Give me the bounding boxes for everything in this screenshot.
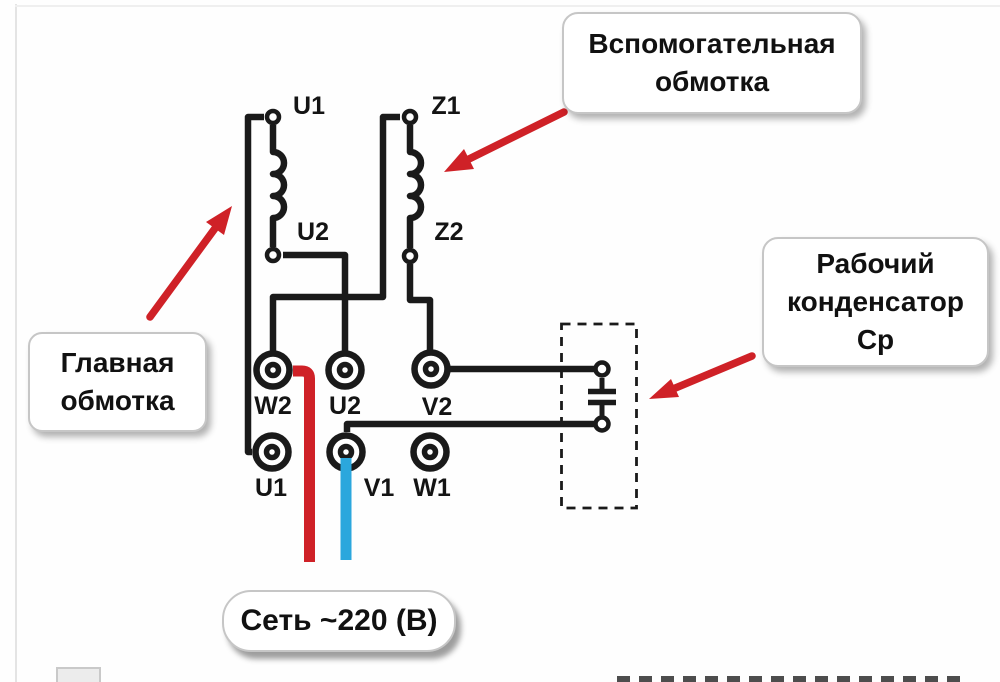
post-v2-center xyxy=(422,360,440,378)
arrow-head-icon xyxy=(444,149,474,172)
callout-mains-voltage: Сеть ~220 (В) xyxy=(222,590,456,652)
post-w1-center xyxy=(421,443,439,461)
page-border-left xyxy=(15,4,17,682)
label-u2-coil: U2 xyxy=(297,218,329,246)
callout-power-label: Сеть ~220 (В) xyxy=(240,604,438,637)
callout-main-winding: Главная обмотка xyxy=(28,332,207,432)
wire-z1-to-block xyxy=(269,113,400,351)
label-post-w2: W2 xyxy=(254,392,292,420)
post-v1-center xyxy=(337,443,355,461)
arrow-head-icon xyxy=(649,379,679,399)
terminal-circle-u2-coil xyxy=(264,246,282,264)
callout-aux-line2: обмотка xyxy=(654,66,770,97)
arrow-to-main-winding xyxy=(146,206,232,321)
arrow-shaft xyxy=(669,352,756,393)
aux-winding-coil xyxy=(406,125,425,248)
capacitor-plates-icon xyxy=(588,388,616,406)
arrows-group xyxy=(146,108,756,399)
capacitor-terminal-top xyxy=(593,360,611,378)
terminal-block xyxy=(252,349,451,472)
arrow-head-icon xyxy=(206,206,232,235)
wire-u1-to-block xyxy=(244,113,264,456)
callout-main-line2: обмотка xyxy=(60,385,175,416)
arrow-shaft xyxy=(463,108,568,164)
callout-cap-line3: Ср xyxy=(856,324,895,355)
page-border-top xyxy=(15,5,1000,7)
main-winding-coil xyxy=(269,125,288,247)
arrow-to-capacitor xyxy=(649,352,756,399)
label-post-u1: U1 xyxy=(255,474,287,502)
callout-cap-line2: конденсатор xyxy=(787,286,964,317)
arrow-to-aux-winding xyxy=(444,108,568,172)
winding-terminals-group xyxy=(264,108,419,265)
label-z1-coil: Z1 xyxy=(431,92,460,120)
arrow-shaft xyxy=(146,223,220,321)
callout-aux-winding: Вспомогательная обмотка xyxy=(562,12,862,114)
labels-group: U1 U2 Z1 Z2 W2 U2 V2 U1 V1 W1 xyxy=(254,92,463,502)
label-u1-coil: U1 xyxy=(293,92,325,120)
cropped-watermark-text xyxy=(617,676,969,682)
wire-u2-to-block xyxy=(283,251,349,351)
post-w2-center xyxy=(264,361,282,379)
label-post-w1: W1 xyxy=(413,474,451,502)
callout-run-capacitor: Рабочий конденсатор Ср xyxy=(762,237,989,367)
callout-main-line1: Главная xyxy=(60,347,175,378)
label-z2-coil: Z2 xyxy=(434,218,463,246)
terminal-circle-u1-coil xyxy=(264,108,282,126)
capacitor-group xyxy=(560,322,638,510)
cropped-watermark-chip xyxy=(56,667,101,682)
label-post-v2: V2 xyxy=(422,393,453,421)
label-post-u2: U2 xyxy=(329,392,361,420)
post-u1-center xyxy=(263,443,281,461)
terminal-circle-z2-coil xyxy=(401,247,419,265)
wire-z2-to-block xyxy=(406,264,434,350)
capacitor-dashed-box xyxy=(560,322,638,510)
wires-group xyxy=(244,113,594,456)
label-post-v1: V1 xyxy=(364,474,395,502)
capacitor-terminal-bottom xyxy=(593,415,611,433)
callout-cap-line1: Рабочий xyxy=(816,248,935,279)
post-u2-center xyxy=(336,361,354,379)
terminal-circle-z1-coil xyxy=(401,108,419,126)
wire-v1-to-capacitor xyxy=(343,420,594,432)
callout-aux-line1: Вспомогательная xyxy=(588,28,836,59)
mains-wire-red xyxy=(293,365,315,562)
